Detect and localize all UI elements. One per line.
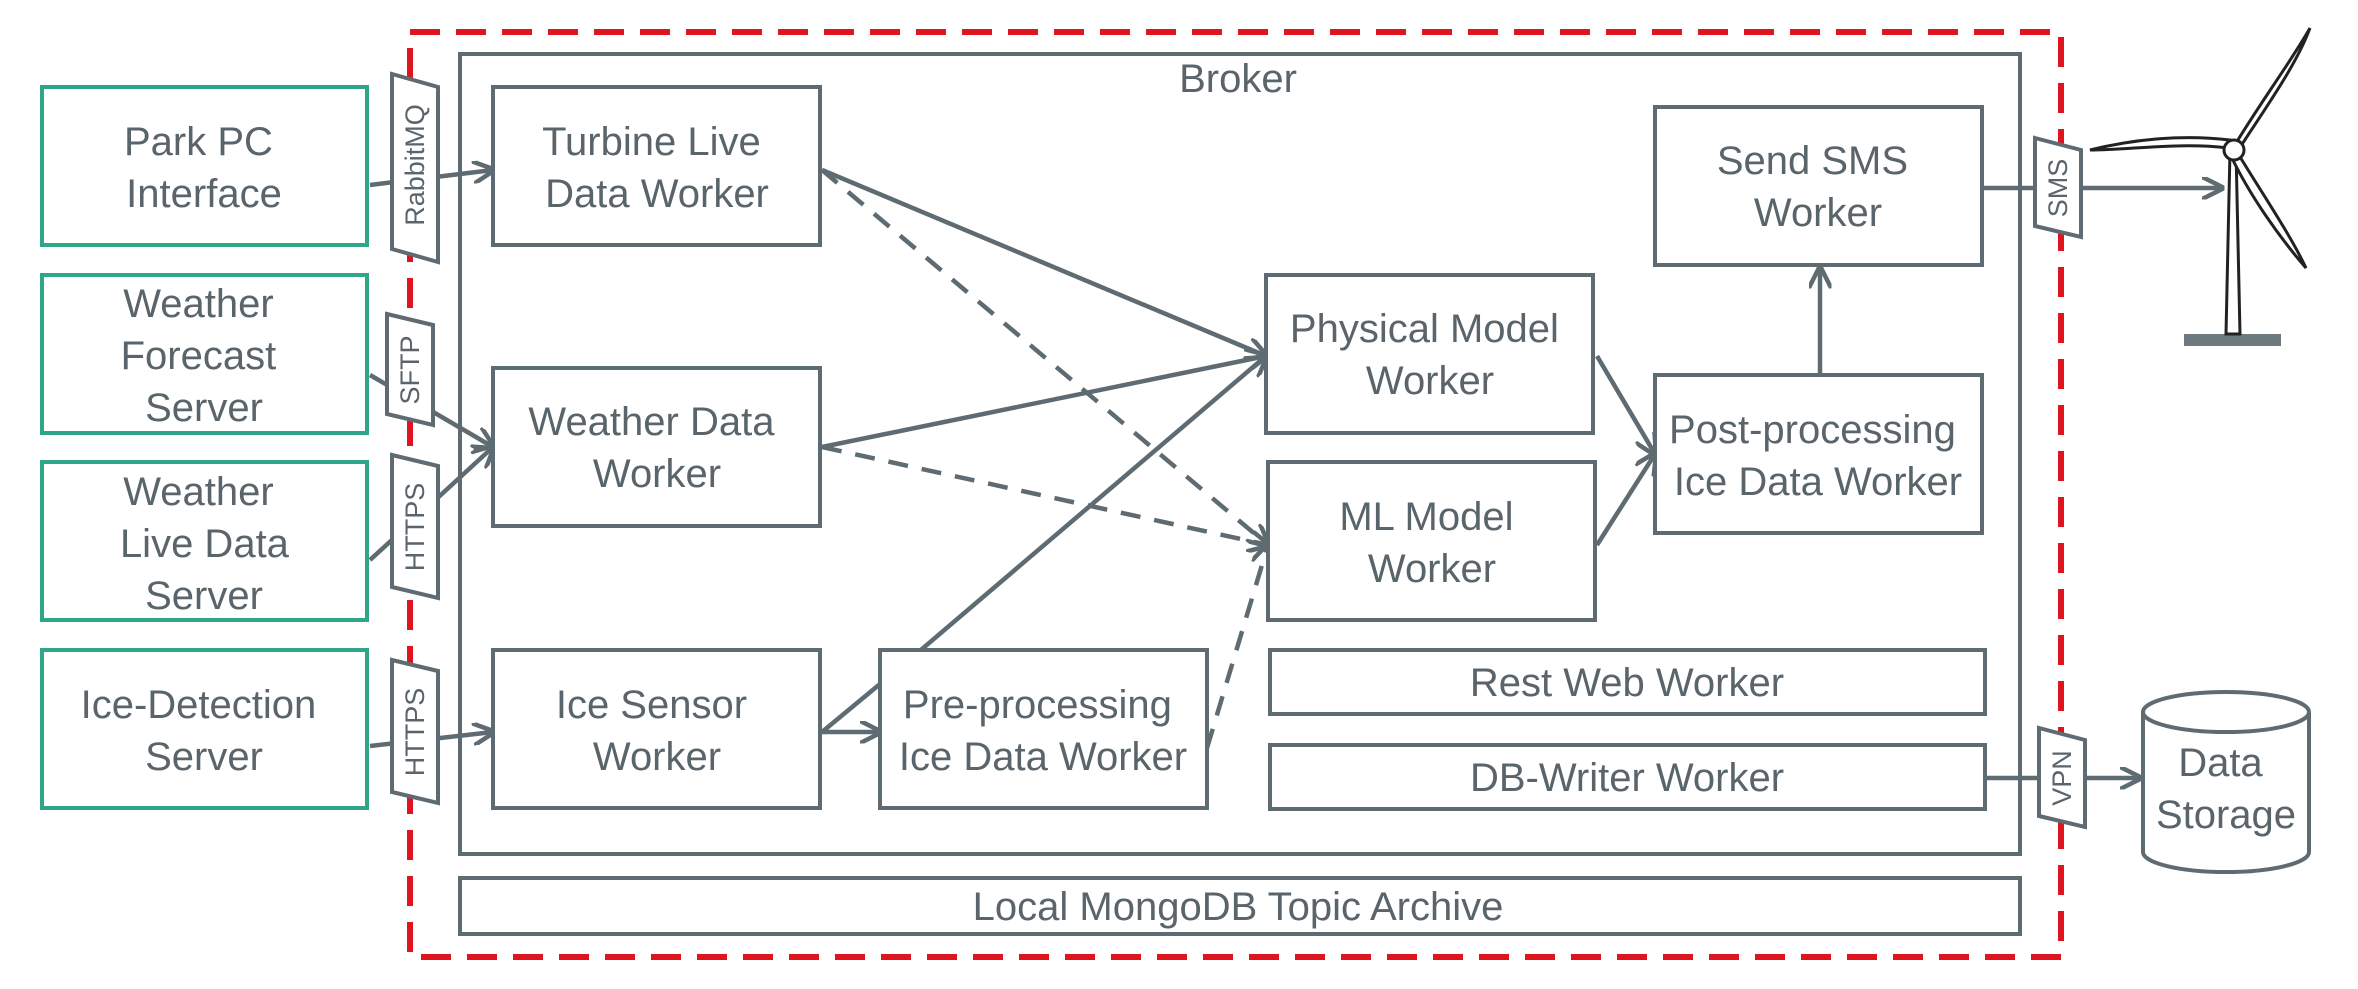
icedetect-line1: Ice-Detection (81, 683, 317, 727)
sms-label: SMS (2043, 159, 2073, 218)
physical-to-post-arrow (1595, 354, 1655, 454)
park-pc-line2: Interface (126, 172, 282, 216)
svg-text:Park PC Interface: Park PC Interface (124, 120, 284, 216)
db-writer-label: DB-Writer Worker (1470, 756, 1784, 800)
protocol-https-weather: HTTPS (390, 452, 440, 601)
rabbitmq-label: RabbitMQ (400, 104, 430, 226)
preprocessing-line2: Ice Data Worker (899, 735, 1187, 779)
icesensor-line1: Ice Sensor (556, 683, 747, 727)
turbine-to-physical-arrow (821, 167, 1266, 356)
svg-text:Send SMS Worker: Send SMS Worker (1717, 139, 1919, 235)
source-ice-detection: Ice-Detection Server (40, 648, 369, 810)
ml-to-post-arrow (1595, 454, 1655, 547)
forecast-line1: Weather (123, 282, 273, 326)
weather-to-physical-arrow (821, 356, 1266, 450)
worker-postprocessing: Post-processing Ice Data Worker (1653, 373, 1984, 535)
svg-text:Post-processing Ice Data: Post-processing Ice Data Worker (1669, 408, 1967, 504)
svg-text:Weather Live Data: Weather Live Data Server (120, 470, 300, 618)
worker-preprocessing: Pre-processing Ice Data Worker (878, 648, 1209, 810)
forecast-line2: Forecast (121, 334, 277, 378)
weather-line1: Weather Data (528, 400, 775, 444)
https-weather-label: HTTPS (400, 483, 430, 572)
turbine-line1: Turbine Live (542, 120, 761, 164)
vpn-label: VPN (2047, 750, 2077, 806)
forecast-line3: Server (145, 386, 263, 430)
protocol-sftp: SFTP (385, 311, 435, 428)
ml-line1: ML Model (1339, 495, 1513, 539)
sftp-label: SFTP (395, 335, 425, 404)
database-cylinder-icon (2141, 690, 2311, 874)
weather-to-ml-dashed-arrow (821, 444, 1268, 545)
turbine-line2: Data Worker (545, 172, 769, 216)
worker-weather-data: Weather Data Worker (491, 366, 822, 528)
svg-text:Ice Sensor Worker: Ice Sensor Worker (556, 683, 758, 779)
preprocessing-to-ml-dashed-arrow (1204, 545, 1268, 749)
data-storage: Data Storage (2141, 690, 2311, 874)
protocol-sms: SMS (2033, 135, 2083, 240)
mongodb-archive-label: Local MongoDB Topic Archive (973, 885, 1504, 929)
svg-text:Physical Model Worker: Physical Model Worker (1290, 307, 1570, 403)
live-line3: Server (145, 574, 263, 618)
broker-title: Broker (1179, 57, 1297, 101)
source-weather-live: Weather Live Data Server (40, 460, 369, 622)
worker-db-writer: DB-Writer Worker (1268, 743, 1987, 811)
source-weather-forecast: Weather Forecast Server (40, 273, 369, 435)
protocol-vpn: VPN (2037, 725, 2087, 830)
worker-send-sms: Send SMS Worker (1653, 105, 1984, 267)
svg-text:Ice-Detection Server: Ice-Detection Server (81, 683, 328, 779)
postprocessing-line2: Ice Data Worker (1674, 460, 1962, 504)
svg-text:Weather Data Worker: Weather Data Worker (528, 400, 785, 496)
weather-line2: Worker (593, 452, 721, 496)
preprocessing-line1: Pre-processing (903, 683, 1172, 727)
svg-text:Pre-processing Ice Data: Pre-processing Ice Data Worker (899, 683, 1187, 779)
svg-text:Data Storage: Data Storage (2156, 741, 2296, 837)
icesensor-line2: Worker (593, 735, 721, 779)
turbine-to-ml-dashed-arrow (820, 168, 1268, 545)
mongodb-archive (458, 876, 2022, 936)
worker-ml-model: ML Model Worker (1266, 460, 1597, 622)
worker-rest-web: Rest Web Worker (1268, 648, 1987, 716)
worker-ice-sensor: Ice Sensor Worker (491, 648, 822, 810)
live-line1: Weather (123, 470, 273, 514)
park-pc-line1: Park PC (124, 120, 273, 164)
physical-line1: Physical Model (1290, 307, 1559, 351)
sms-line2: Worker (1754, 191, 1882, 235)
protocol-https-ice: HTTPS (390, 657, 440, 806)
svg-text:ML Model Worker: ML Model Worker (1339, 495, 1524, 591)
rest-web-label: Rest Web Worker (1470, 661, 1784, 705)
storage-line1: Data (2178, 741, 2263, 785)
source-park-pc: Park PC Interface (40, 85, 369, 247)
worker-turbine-live-data: Turbine Live Data Worker (491, 85, 822, 247)
https-ice-label: HTTPS (400, 688, 430, 777)
protocol-rabbitmq: RabbitMQ (390, 71, 440, 265)
live-line2: Live Data (120, 522, 290, 566)
physical-line2: Worker (1366, 359, 1494, 403)
ml-line2: Worker (1368, 547, 1496, 591)
svg-text:Weather Forecast S: Weather Forecast Server (121, 282, 288, 430)
svg-text:Turbine Live Data Worker: Turbine Live Data Worker (542, 120, 772, 216)
worker-physical-model: Physical Model Worker (1264, 273, 1595, 435)
wind-turbine-icon (2089, 27, 2312, 346)
icedetect-line2: Server (145, 735, 263, 779)
sms-line1: Send SMS (1717, 139, 1908, 183)
storage-line2: Storage (2156, 793, 2296, 837)
postprocessing-line1: Post-processing (1669, 408, 1956, 452)
